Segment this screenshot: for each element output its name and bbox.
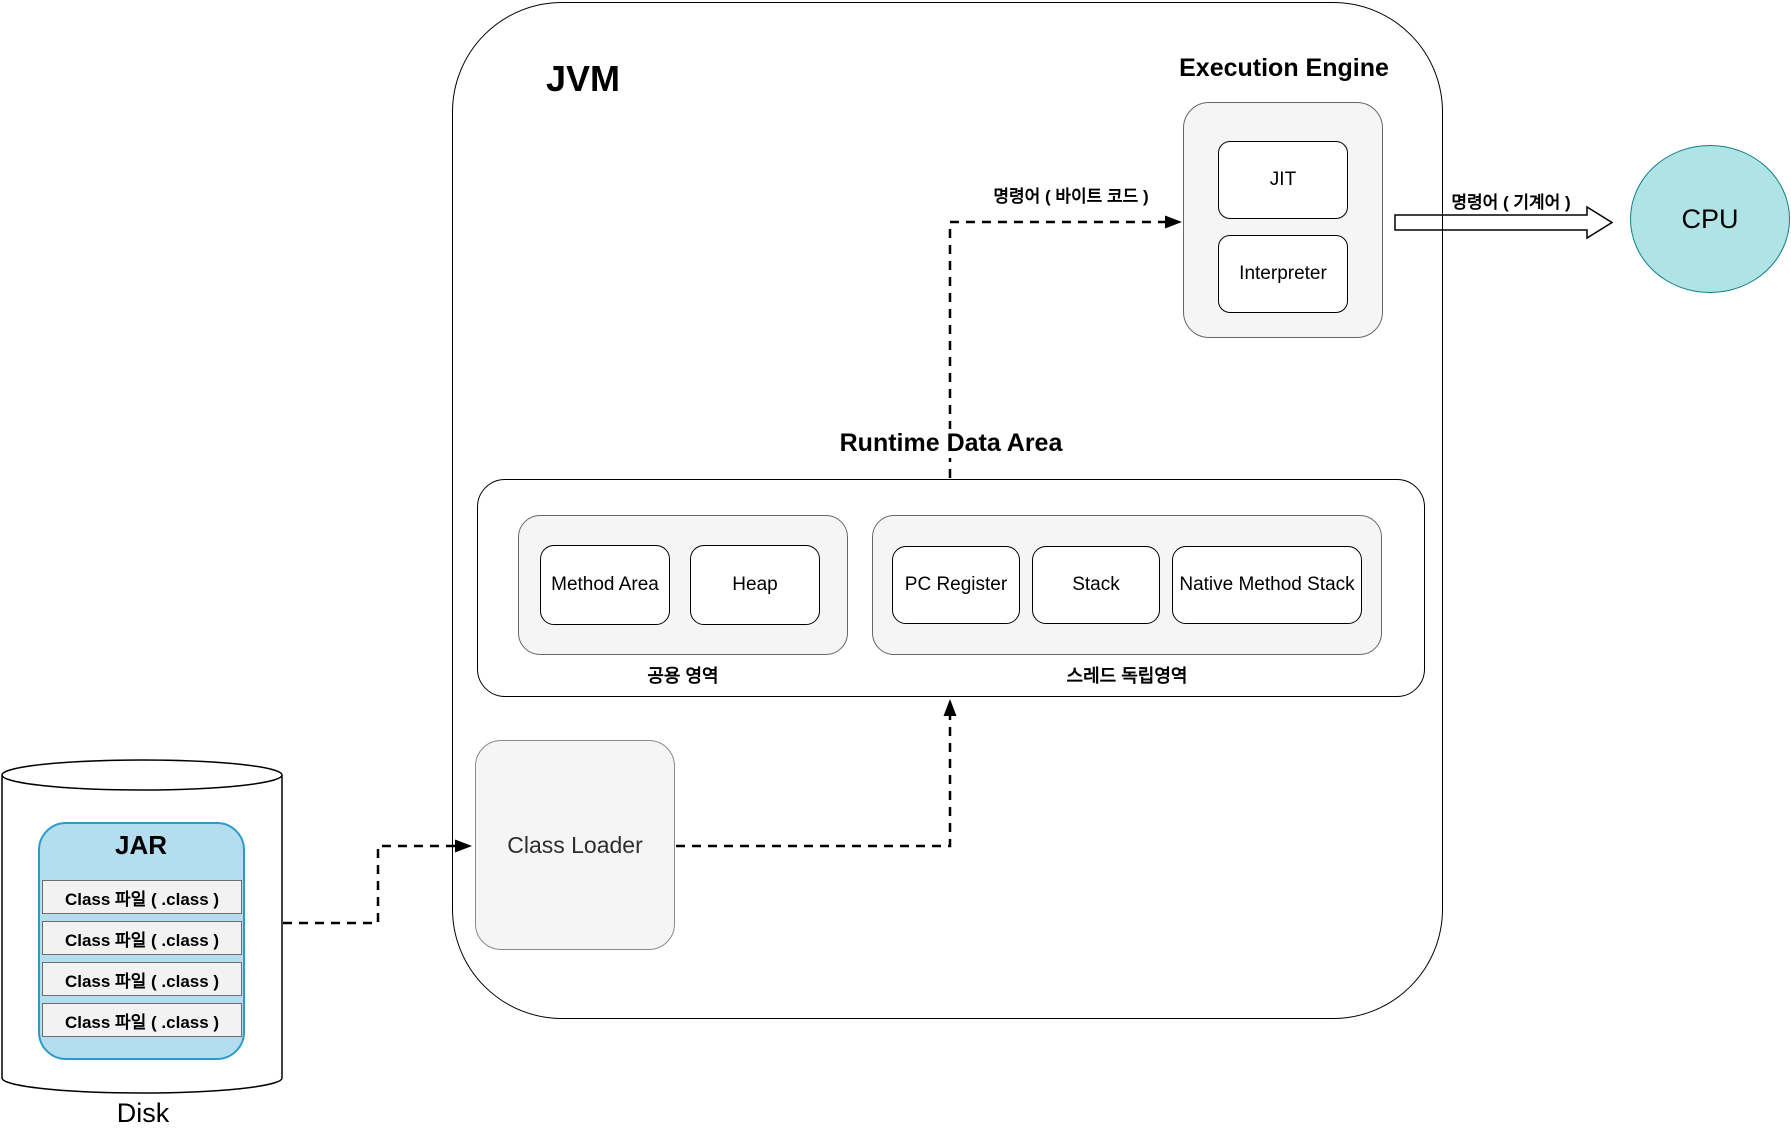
native-method-stack-box: Native Method Stack [1172, 546, 1362, 624]
disk-to-classloader-arrowhead [455, 839, 472, 853]
rda-to-execution-engine-arrow [948, 220, 1165, 478]
interpreter-box: Interpreter [1218, 235, 1348, 313]
disk-label: Disk [116, 1098, 170, 1128]
stack-box: Stack [1032, 546, 1160, 624]
rda-to-execution-engine-arrowhead [1165, 215, 1182, 229]
disk-cylinder-top [1, 759, 283, 791]
cpu-circle: CPU [1630, 145, 1790, 293]
disk-to-classloader-arrow [283, 844, 455, 925]
jvm-to-cpu-arrow [1394, 205, 1614, 240]
class-file-row: Class 파일 ( .class ) [42, 921, 242, 955]
class-file-row: Class 파일 ( .class ) [42, 962, 242, 996]
classloader-to-rda-arrowhead [943, 699, 957, 716]
bytecode-edge-label: 명령어 ( 바이트 코드 ) [993, 187, 1149, 206]
class-file-row: Class 파일 ( .class ) [42, 880, 242, 914]
jvm-label: JVM [546, 58, 621, 99]
class-file-row: Class 파일 ( .class ) [42, 1003, 242, 1037]
shared-area-label: 공용 영역 [647, 666, 719, 686]
machine-code-edge-label: 명령어 ( 기계어 ) [1451, 193, 1571, 212]
thread-area-label: 스레드 독립영역 [1066, 666, 1188, 686]
jit-box: JIT [1218, 141, 1348, 219]
runtime-data-area-title: Runtime Data Area [831, 429, 1071, 458]
execution-engine-title: Execution Engine [1179, 54, 1389, 82]
heap-box: Heap [690, 545, 820, 625]
jar-label: JAR [114, 830, 168, 860]
method-area-box: Method Area [540, 545, 670, 625]
classloader-to-rda-arrow [676, 716, 952, 848]
pc-register-box: PC Register [892, 546, 1020, 624]
class-loader-box: Class Loader [475, 740, 675, 950]
